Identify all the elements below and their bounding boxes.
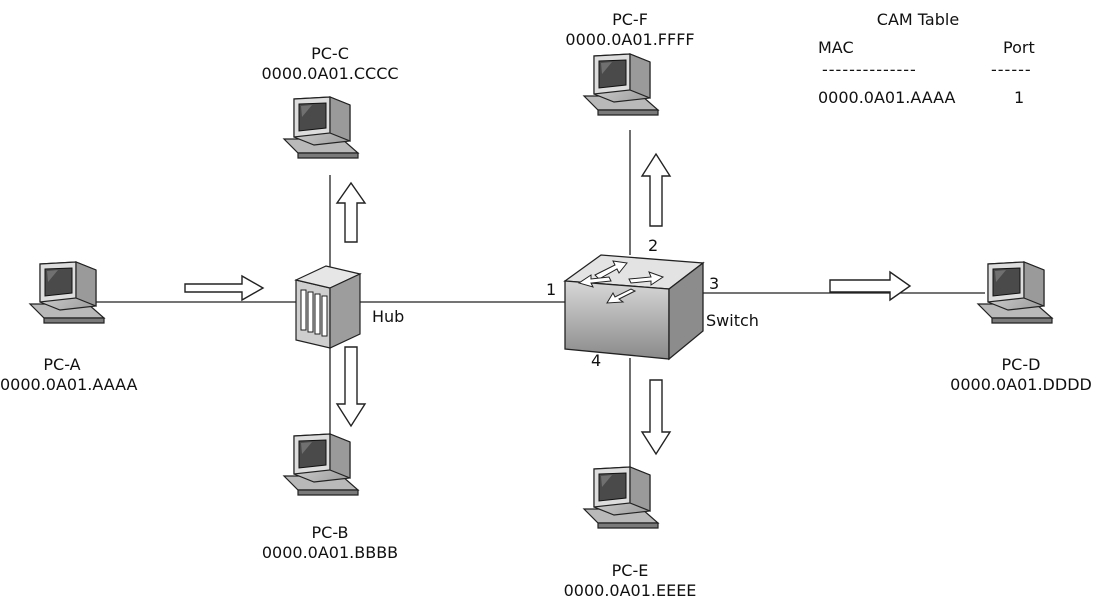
pc-d-name: PC-D	[1001, 355, 1041, 374]
pc-b-label: PC-B 0000.0A01.BBBB	[258, 523, 402, 563]
pc-e-mac: 0000.0A01.EEEE	[563, 581, 697, 600]
pc-e-icon	[583, 466, 659, 529]
cam-sep-mac: --------------	[822, 60, 917, 79]
arrow-down-icon	[335, 346, 367, 428]
cam-col-mac: MAC	[818, 38, 854, 57]
links	[92, 130, 985, 470]
pc-f-icon	[583, 53, 659, 116]
pc-a-label: PC-A 0000.0A01.AAAA	[0, 355, 138, 395]
pc-c-name: PC-C	[311, 44, 349, 63]
arrow-down-icon	[640, 379, 672, 456]
pc-b-mac: 0000.0A01.BBBB	[261, 543, 399, 562]
pc-f-name: PC-F	[612, 10, 648, 29]
cam-col-port: Port	[1003, 38, 1035, 57]
pc-d-label: PC-D 0000.0A01.DDDD	[946, 355, 1096, 395]
pc-e-name: PC-E	[611, 561, 649, 580]
pc-d-icon	[977, 261, 1053, 324]
cam-sep-port: ------	[991, 60, 1032, 79]
port-2-label: 2	[648, 236, 659, 255]
pc-d-mac: 0000.0A01.DDDD	[950, 375, 1092, 394]
pc-f-label: PC-F 0000.0A01.FFFF	[558, 10, 702, 50]
arrow-right-icon	[829, 270, 912, 302]
pc-f-mac: 0000.0A01.FFFF	[565, 30, 695, 49]
arrow-up-icon	[640, 152, 672, 227]
arrows	[184, 152, 912, 456]
switch-icon	[563, 254, 705, 361]
pc-b-icon	[283, 433, 359, 496]
arrow-right-icon	[184, 274, 265, 302]
cam-row-port: 1	[1014, 88, 1025, 107]
pc-a-icon	[29, 261, 105, 324]
pc-a-mac: 0000.0A01.AAAA	[0, 375, 138, 394]
pc-c-label: PC-C 0000.0A01.CCCC	[258, 44, 402, 84]
pc-e-label: PC-E 0000.0A01.EEEE	[558, 561, 702, 601]
arrow-up-icon	[335, 181, 367, 243]
cam-table-title: CAM Table	[876, 10, 960, 29]
switch-label: Switch	[706, 311, 759, 330]
port-3-label: 3	[709, 274, 720, 293]
pc-b-name: PC-B	[311, 523, 349, 542]
hub-label: Hub	[372, 307, 405, 326]
pc-a-name: PC-A	[43, 355, 81, 374]
hub-icon	[294, 265, 362, 349]
cam-row-mac: 0000.0A01.AAAA	[818, 88, 956, 107]
port-1-label: 1	[546, 280, 557, 299]
pc-c-mac: 0000.0A01.CCCC	[261, 64, 399, 83]
pc-c-icon	[283, 96, 359, 159]
port-4-label: 4	[591, 351, 602, 370]
